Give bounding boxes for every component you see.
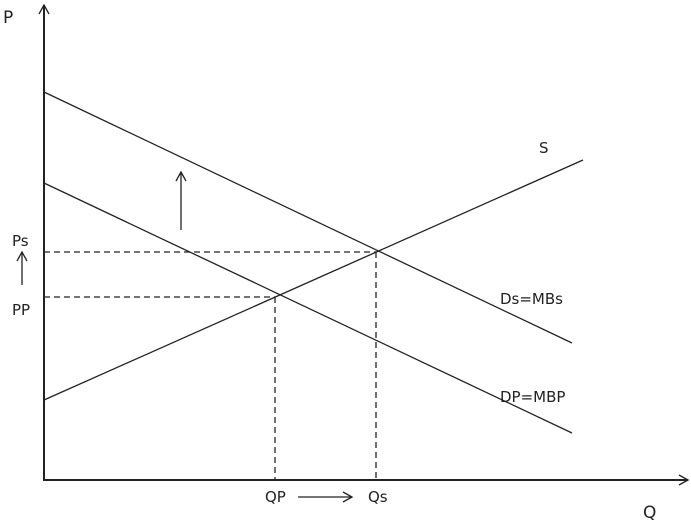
private-demand-curve xyxy=(43,182,573,434)
x-axis-label: Q xyxy=(643,503,657,523)
social-price-label: Ps xyxy=(12,232,29,250)
private-price-label: PP xyxy=(12,301,31,319)
private-quantity-label: QP xyxy=(265,488,286,506)
supply-label: S xyxy=(539,139,549,157)
social-demand-label: Ds=MBs xyxy=(500,290,563,308)
y-axis-label: P xyxy=(3,8,14,28)
social-demand-curve xyxy=(43,91,573,344)
supply-curve xyxy=(43,159,584,401)
private-demand-label: DP=MBP xyxy=(500,388,566,406)
social-quantity-label: Qs xyxy=(368,488,388,506)
